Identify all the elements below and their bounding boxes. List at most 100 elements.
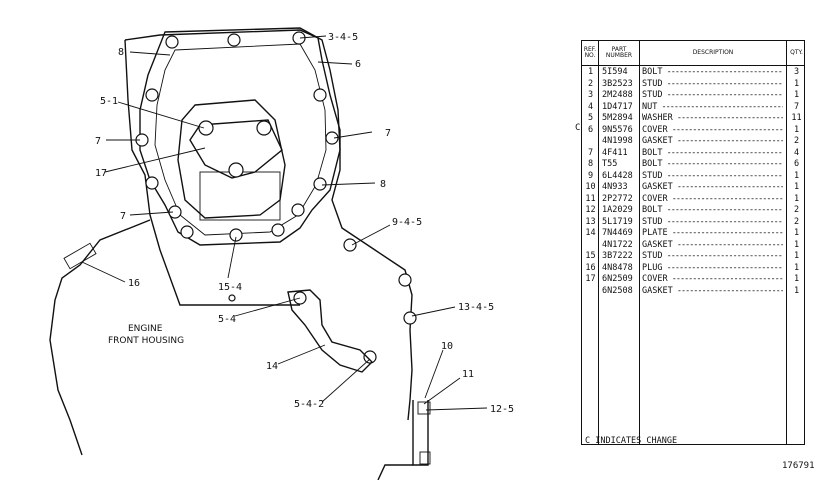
table-row: 10 4N933 GASKET 1 <box>582 182 806 194</box>
leader-lines <box>81 35 488 411</box>
callout-16: 16 <box>128 278 140 289</box>
quantity: 1 <box>793 193 800 204</box>
table-row: 4N1998GASKET2 <box>582 136 806 148</box>
description: GASKET <box>642 136 783 148</box>
plate-14 <box>287 289 373 373</box>
callout-11: 11 <box>462 369 474 380</box>
callout-10: 10 <box>441 341 453 352</box>
description: GASKET <box>642 240 783 252</box>
exploded-parts-diagram: 8 3-4-5 6 5-1 7 7 17 8 7 9-4-5 16 15-4 5… <box>49 27 514 480</box>
part-number: 7N4469 <box>602 228 633 238</box>
quantity: 3 <box>793 67 800 77</box>
table-row: 112P2772COVER1 <box>582 194 806 206</box>
quantity: 1 <box>793 251 800 261</box>
ref-no: 11 <box>585 193 596 204</box>
part-number: 4N933 <box>602 182 628 192</box>
part-number: 6N2508 <box>602 285 633 296</box>
table-row: 3 2M2488 STUD 1 <box>582 90 806 102</box>
callout-6: 6 <box>355 59 361 70</box>
table-row: 135L1719STUD2 <box>582 217 806 229</box>
quantity: 1 <box>793 78 800 89</box>
callout-5-4-2: 5-4-2 <box>294 399 324 410</box>
ref-no: 9 <box>587 170 594 181</box>
callout-8-right: 8 <box>380 179 386 190</box>
table-row: 176N2509COVER1 <box>582 274 806 286</box>
part-number: 4N8478 <box>602 262 633 273</box>
part-number: 4N1998 <box>602 136 633 146</box>
quantity: 1 <box>793 124 800 135</box>
part-number: 4F411 <box>602 147 628 158</box>
ref-no: 3 <box>587 90 594 100</box>
part-number: 2M2488 <box>602 90 633 100</box>
description: WASHER <box>642 113 783 125</box>
plug-16 <box>63 242 97 270</box>
callout-7-right: 7 <box>385 128 391 139</box>
table-row: 121A2029BOLT2 <box>582 205 806 217</box>
callout-7-left-lower: 7 <box>120 211 126 222</box>
parts-table-header: REF. NO. PART NUMBER DESCRIPTION QTY. <box>582 41 804 66</box>
header-part-number: PART NUMBER <box>599 41 640 65</box>
quantity: 1 <box>793 262 800 273</box>
description: BOLT <box>642 67 783 79</box>
quantity: 2 <box>793 216 800 227</box>
part-number: 1D4717 <box>602 101 633 112</box>
callout-13-4-5: 13-4-5 <box>458 302 494 313</box>
col-divider-ref <box>598 65 599 445</box>
part-number: 6N2509 <box>602 274 633 284</box>
callout-12-5: 12-5 <box>490 404 514 415</box>
table-row: 16 4N8478 PLUG 1 <box>582 263 806 275</box>
table-row: 147N4469PLATE1 <box>582 228 806 240</box>
ref-no: 2 <box>587 78 594 89</box>
description: STUD <box>642 79 783 91</box>
ref-no: 17 <box>585 274 596 284</box>
quantity: 6 <box>793 159 800 169</box>
quantity: 1 <box>793 285 800 296</box>
ref-no: 12 <box>585 205 596 215</box>
quantity: 11 <box>791 113 802 123</box>
callout-17: 17 <box>95 168 107 179</box>
quantity: 1 <box>793 182 800 192</box>
ref-no: 15 <box>585 251 596 261</box>
callout-3-4-5: 3-4-5 <box>328 32 358 43</box>
description: STUD <box>642 251 783 263</box>
description: PLUG <box>642 263 783 275</box>
bolt-holes <box>135 31 417 364</box>
callout-15-4: 15-4 <box>218 282 242 293</box>
description: STUD <box>642 171 783 183</box>
part-number: 5I594 <box>602 67 628 77</box>
ref-no: 16 <box>585 262 596 273</box>
description: GASKET <box>642 182 783 194</box>
change-marker: C <box>575 123 581 133</box>
header-qty: QTY. <box>790 49 803 56</box>
quantity: 7 <box>793 101 800 112</box>
col-divider-part <box>639 65 640 445</box>
table-row: 8T55BOLT6 <box>582 159 806 171</box>
part-number: 3B7222 <box>602 251 633 261</box>
callout-9-4-5: 9-4-5 <box>392 217 422 228</box>
change-footnote: C INDICATES CHANGE <box>585 436 678 446</box>
description: STUD <box>642 90 783 102</box>
ref-no: 1 <box>587 67 594 77</box>
cover-plate-inner <box>154 43 327 236</box>
callout-7-left-upper: 7 <box>95 136 101 147</box>
quantity: 1 <box>793 90 800 100</box>
part-number: 1A2029 <box>602 205 633 215</box>
header-ref-no: REF. NO. <box>582 41 599 65</box>
table-row: 69N5576COVER1 <box>582 125 806 137</box>
inner-window <box>199 171 281 221</box>
part-number: 3B2523 <box>602 78 633 89</box>
part-number: 4N1722 <box>602 239 633 250</box>
callout-5-4: 5-4 <box>218 314 236 325</box>
ref-no: 10 <box>585 182 596 192</box>
col-divider-desc <box>786 65 787 445</box>
part-number: 6L4428 <box>602 170 633 181</box>
table-row: 1 5I594 BOLT 3 <box>582 67 806 79</box>
quantity: 2 <box>793 205 800 215</box>
table-row: 4N1722GASKET1 <box>582 240 806 252</box>
cover-bracket-11 <box>412 400 429 466</box>
callout-8-top: 8 <box>118 47 124 58</box>
description: BOLT <box>642 148 783 160</box>
callout-5-1: 5-1 <box>100 96 118 107</box>
engine-label-line2: FRONT HOUSING <box>108 336 184 346</box>
